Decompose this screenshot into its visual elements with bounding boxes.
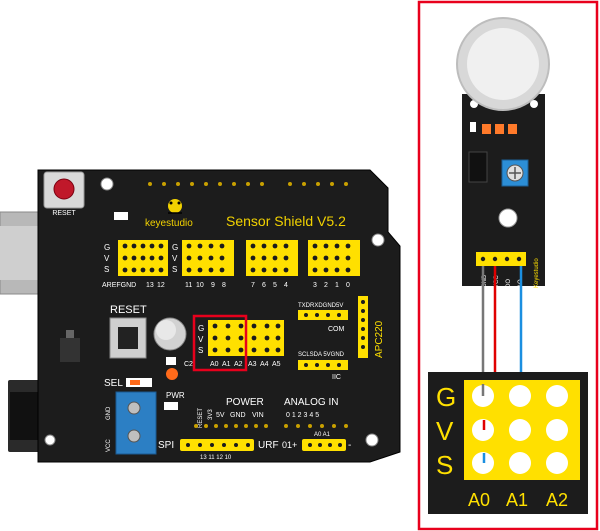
svg-text:A2: A2 [234,361,243,368]
svg-text:8: 8 [222,282,226,289]
svg-text:11: 11 [185,282,192,289]
sensor-shield-board: RESET keyestudio Sensor Shield V5.2 G V … [0,169,401,463]
power-terminal [115,391,157,455]
svg-text:12: 12 [157,282,165,289]
svg-text:C2: C2 [184,361,193,368]
svg-text:S: S [172,265,177,274]
svg-text:SPI: SPI [158,440,174,451]
svg-text:GND: GND [106,406,112,420]
svg-text:6: 6 [262,282,266,289]
svg-text:13: 13 [146,282,154,289]
svg-text:IIC: IIC [332,374,341,381]
brand-label: keyestudio [145,218,193,229]
svg-text:3: 3 [313,282,317,289]
sensor-panel-frame [417,0,599,531]
svg-text:1: 1 [335,282,339,289]
svg-text:GND: GND [482,274,488,288]
svg-text:VCC: VCC [106,439,112,452]
svg-text:A5: A5 [272,361,281,368]
svg-text:G: G [198,324,204,333]
svg-text:7: 7 [251,282,255,289]
reset-label-top: RESET [52,210,76,217]
digital-header-7-4: 7 6 5 4 [246,240,298,289]
highlight-box [192,314,248,372]
svg-text:S: S [198,346,203,355]
svg-text:A0: A0 [210,361,219,368]
svg-text:V: V [198,335,204,344]
svg-text:APC220: APC220 [374,320,385,358]
svg-text:G: G [104,243,110,252]
svg-text:13 11 12 10: 13 11 12 10 [200,455,232,461]
digital-header-11-8: G V S 11 10 9 8 [172,240,234,289]
svg-text:01+: 01+ [282,440,297,450]
svg-text:AREFGND: AREFGND [102,282,136,289]
svg-text:9: 9 [211,282,215,289]
svg-text:2: 2 [324,282,328,289]
svg-text:DO: DO [506,279,512,288]
svg-text:SEL: SEL [104,378,123,389]
analog-header-zoom: G V S A0 A1 A2 [428,372,588,514]
analog-header: G V S A0 A1 A2 A3 A4 A5 [198,320,284,368]
row-label-v: V [436,416,454,446]
svg-text:5: 5 [273,282,277,289]
col-label-a2: A2 [546,490,568,510]
svg-text:S: S [104,265,109,274]
keyestudio-logo [168,199,182,214]
col-label-a1: A1 [506,490,528,510]
svg-text:10: 10 [196,282,204,289]
svg-text:5V: 5V [216,412,225,419]
col-label-a0: A0 [468,490,490,510]
svg-text:A1: A1 [222,361,231,368]
reset-label: RESET [110,304,147,316]
svg-text:URF: URF [258,440,279,451]
svg-text:-: - [348,440,351,451]
svg-text:0 1 2 3 4 5: 0 1 2 3 4 5 [286,412,319,419]
shield-title: Sensor Shield V5.2 [226,213,346,229]
svg-text:COM: COM [328,326,345,333]
row-label-g: G [436,382,456,412]
svg-text:POWER: POWER [226,397,264,408]
digital-header-3-0: 3 2 1 0 [308,240,360,289]
svg-text:RESET: RESET [198,408,204,428]
svg-text:A4: A4 [260,361,269,368]
svg-text:G: G [172,243,178,252]
svg-text:TXDRXDGND5V: TXDRXDGND5V [298,303,343,309]
row-label-s: S [436,450,453,480]
svg-text:PWR: PWR [166,391,185,400]
svg-text:A0 A1: A0 A1 [314,432,331,438]
svg-text:VIN: VIN [252,412,264,419]
digital-header-13-12: G V S AREFGND 13 12 [102,240,168,289]
gas-sensor-module: GND VCC DO AO Keyestudio [456,17,550,288]
svg-text:SCLSDA 5VGND: SCLSDA 5VGND [298,352,345,358]
svg-text:Keyestudio: Keyestudio [534,258,540,288]
svg-text:GND: GND [230,412,246,419]
svg-text:4: 4 [284,282,288,289]
svg-text:3V3: 3V3 [208,409,214,420]
svg-text:A3: A3 [248,361,257,368]
svg-text:ANALOG IN: ANALOG IN [284,397,338,408]
svg-text:0: 0 [346,282,350,289]
svg-text:VCC: VCC [494,275,500,288]
svg-text:V: V [172,254,178,263]
svg-text:V: V [104,254,110,263]
